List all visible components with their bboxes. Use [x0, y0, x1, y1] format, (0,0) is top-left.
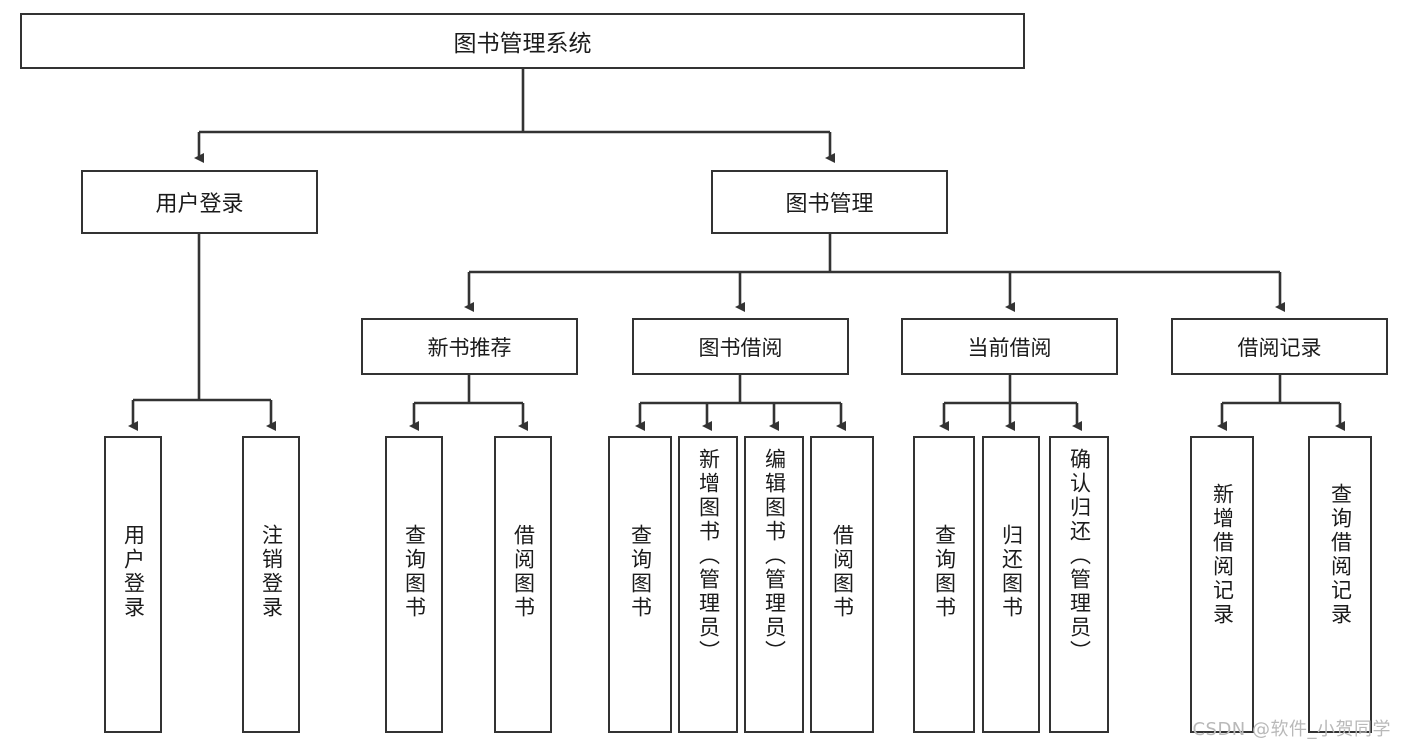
node-label: 新增借阅记录: [1210, 483, 1235, 627]
node-label: 图书借阅: [698, 335, 783, 360]
node-label: 新书推荐: [427, 335, 512, 360]
node-label: 注销登录: [259, 524, 284, 620]
leaf-borrow-record-add-record[interactable]: 新增借阅记录: [1190, 436, 1254, 733]
leaf-borrow-record-query-record[interactable]: 查询借阅记录: [1308, 436, 1372, 733]
node-current-borrow[interactable]: 当前借阅: [901, 318, 1118, 375]
node-label: 用户登录: [121, 524, 146, 620]
node-borrow-record[interactable]: 借阅记录: [1171, 318, 1388, 375]
node-book-borrow[interactable]: 图书借阅: [632, 318, 849, 375]
node-label: 图书管理: [785, 192, 874, 217]
watermark-text: CSDN @软件_小贺同学: [1192, 719, 1391, 740]
leaf-current-borrow-query-book[interactable]: 查询图书: [913, 436, 975, 733]
node-root-book-management-system[interactable]: 图书管理系统: [20, 13, 1025, 69]
leaf-new-book-query-book[interactable]: 查询图书: [385, 436, 443, 733]
node-label: 归还图书: [999, 524, 1024, 620]
node-new-book-recommendation[interactable]: 新书推荐: [361, 318, 578, 375]
leaf-book-borrow-borrow-book[interactable]: 借阅图书: [810, 436, 874, 733]
leaf-current-borrow-return-book[interactable]: 归还图书: [982, 436, 1040, 733]
node-label: 借阅记录: [1237, 335, 1322, 360]
node-book-management[interactable]: 图书管理: [711, 170, 948, 234]
node-label: 查询图书: [628, 524, 653, 620]
node-label: 编辑图书（管理员）: [762, 448, 787, 664]
node-label: 查询图书: [932, 524, 957, 620]
leaf-new-book-borrow-book[interactable]: 借阅图书: [494, 436, 552, 733]
leaf-book-borrow-edit-book-admin[interactable]: 编辑图书（管理员）: [744, 436, 804, 733]
node-user-login[interactable]: 用户登录: [81, 170, 318, 234]
leaf-user-login-signin[interactable]: 用户登录: [104, 436, 162, 733]
node-label: 用户登录: [155, 192, 244, 217]
node-label: 查询图书: [402, 524, 427, 620]
node-label: 图书管理系统: [453, 31, 592, 57]
node-label: 借阅图书: [830, 524, 855, 620]
node-label: 新增图书（管理员）: [696, 448, 721, 664]
leaf-current-borrow-confirm-return-admin[interactable]: 确认归还（管理员）: [1049, 436, 1109, 733]
node-label: 查询借阅记录: [1328, 483, 1353, 627]
node-label: 确认归还（管理员）: [1067, 448, 1092, 664]
node-label: 借阅图书: [511, 524, 536, 620]
leaf-book-borrow-query-book[interactable]: 查询图书: [608, 436, 672, 733]
node-label: 当前借阅: [967, 335, 1052, 360]
leaf-user-login-signout[interactable]: 注销登录: [242, 436, 300, 733]
leaf-book-borrow-add-book-admin[interactable]: 新增图书（管理员）: [678, 436, 738, 733]
